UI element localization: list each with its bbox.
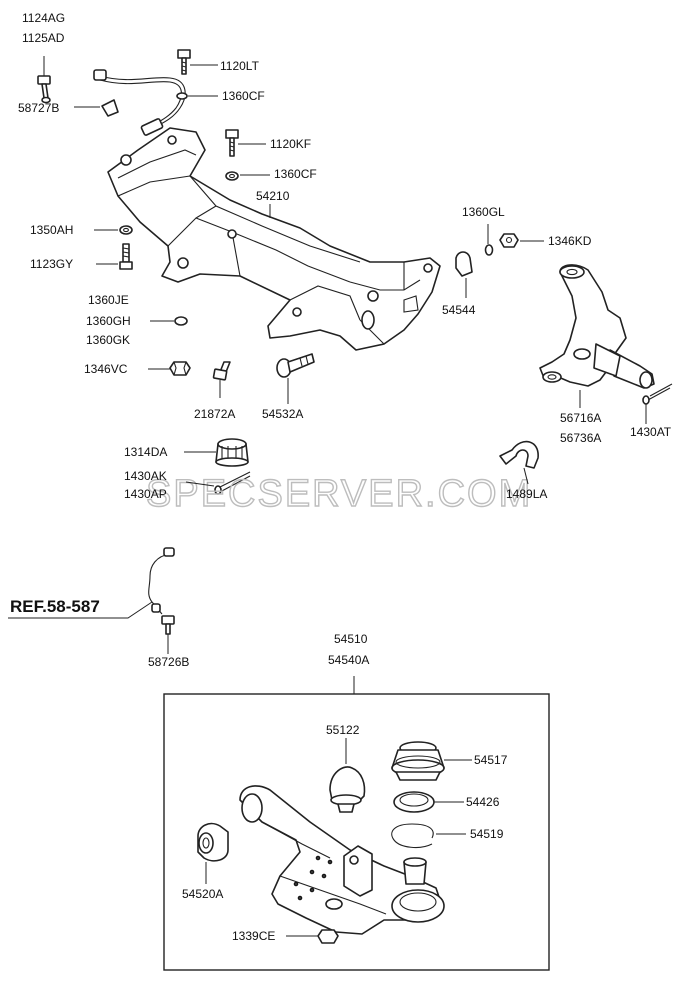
- washer-1360CF-b: [225, 171, 239, 181]
- abs-sensor-wire: [148, 547, 175, 615]
- knuckle-56716A: [539, 264, 655, 389]
- label-1360GL[interactable]: 1360GL: [462, 205, 505, 219]
- label-54520A[interactable]: 54520A: [182, 887, 223, 901]
- nut-1346VC: [169, 361, 191, 376]
- label-56736A[interactable]: 56736A: [560, 431, 601, 445]
- label-1124AG[interactable]: 1124AG: [22, 11, 65, 25]
- plate-54544: [455, 251, 473, 277]
- lower-arm-54510: [239, 785, 443, 935]
- label-54510[interactable]: 54510: [334, 632, 368, 646]
- label-54544[interactable]: 54544: [442, 303, 476, 317]
- label-1314DA[interactable]: 1314DA: [124, 445, 167, 459]
- label-54532A[interactable]: 54532A: [262, 407, 303, 421]
- bolt-58726B: [161, 615, 175, 635]
- label-1125AD[interactable]: 1125AD: [22, 31, 65, 45]
- bolt-1120LT: [177, 49, 191, 75]
- bushing-54520A: [197, 822, 229, 862]
- nut-1339CE: [317, 929, 339, 944]
- label-1360GK[interactable]: 1360GK: [86, 333, 130, 347]
- washer-1360GL: [484, 244, 494, 256]
- label-21872A[interactable]: 21872A: [194, 407, 235, 421]
- label-54426[interactable]: 54426: [466, 795, 500, 809]
- washer-1360CF-a: [176, 92, 188, 100]
- label-1120KF[interactable]: 1120KF: [270, 137, 311, 151]
- ball-joint: [391, 857, 445, 923]
- label-1430AT[interactable]: 1430AT: [630, 425, 672, 439]
- label-1123GY[interactable]: 1123GY: [30, 257, 73, 271]
- part-labels: 1124AG 1125AD 58727B 1120LT 1360CF 1120K…: [18, 11, 672, 943]
- label-1360CF-b[interactable]: 1360CF: [274, 167, 317, 181]
- dust-cover-55122: [329, 766, 366, 813]
- castle-nut-1314DA: [215, 438, 249, 467]
- pin-54532A: [276, 353, 315, 378]
- bolt-1123GY: [119, 243, 133, 270]
- label-1346KD[interactable]: 1346KD: [548, 234, 592, 248]
- clip-58727B: [101, 99, 119, 117]
- brake-line: [93, 69, 186, 136]
- label-56716A[interactable]: 56716A: [560, 411, 601, 425]
- boot-54517: [391, 741, 445, 781]
- leader-lines: [43, 56, 647, 937]
- label-58726B[interactable]: 58726B: [148, 655, 189, 669]
- label-1360CF-a[interactable]: 1360CF: [222, 89, 265, 103]
- reference-label[interactable]: REF.58-587: [10, 597, 100, 616]
- bolt-1120KF: [225, 129, 239, 157]
- label-1360JE[interactable]: 1360JE: [88, 293, 129, 307]
- label-1339CE[interactable]: 1339CE: [232, 929, 275, 943]
- bolt-21872A: [212, 361, 231, 381]
- label-1489LA[interactable]: 1489LA: [506, 487, 547, 501]
- ring-54426: [393, 791, 435, 813]
- cotter-pin-1430AK: [214, 471, 251, 495]
- label-1430AK[interactable]: 1430AK: [124, 469, 167, 483]
- label-1350AH[interactable]: 1350AH: [30, 223, 73, 237]
- washer-1350AH: [119, 225, 133, 235]
- label-54519[interactable]: 54519: [470, 827, 504, 841]
- bolt-1124AG: [37, 75, 51, 104]
- label-55122[interactable]: 55122: [326, 723, 360, 737]
- lower-arm-box: [163, 693, 550, 971]
- snap-ring-54519: [391, 823, 434, 849]
- label-58727B[interactable]: 58727B: [18, 101, 59, 115]
- label-1346VC[interactable]: 1346VC: [84, 362, 128, 376]
- washer-1360GH: [174, 316, 188, 326]
- ref-leader: [8, 601, 153, 619]
- label-1120LT[interactable]: 1120LT: [220, 59, 260, 73]
- crossmember-54210: [107, 127, 441, 351]
- label-1360GH[interactable]: 1360GH: [86, 314, 131, 328]
- label-54210[interactable]: 54210: [256, 189, 290, 203]
- watermark: SPECSERVER.COM: [146, 473, 532, 515]
- label-54517[interactable]: 54517: [474, 753, 508, 767]
- label-54540A[interactable]: 54540A: [328, 653, 369, 667]
- label-1430AP[interactable]: 1430AP: [124, 487, 167, 501]
- clamp-1489LA: [499, 440, 539, 469]
- nut-1346KD: [499, 233, 519, 248]
